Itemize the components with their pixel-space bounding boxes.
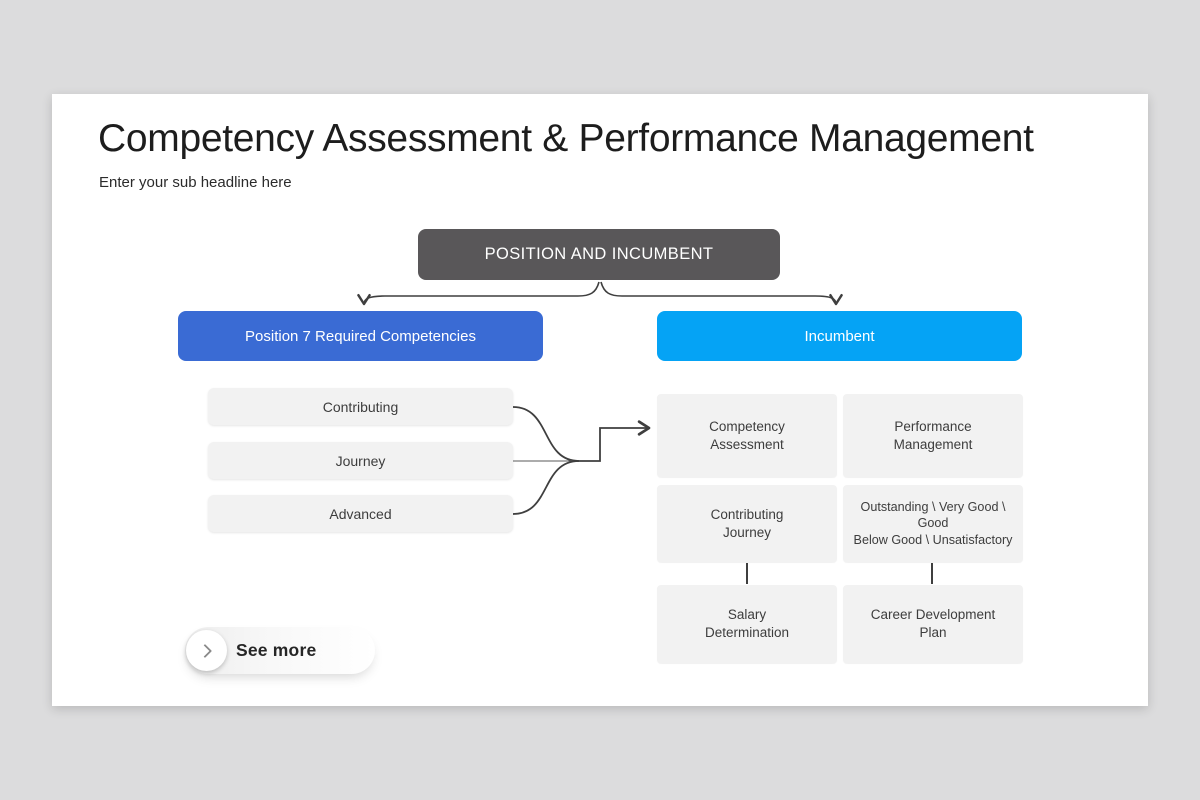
node-rating-scale: Outstanding \ Very Good \ Good Below Goo…: [843, 485, 1023, 562]
node-salary-determination: Salary Determination: [657, 585, 837, 663]
node-incumbent: Incumbent: [657, 311, 1022, 361]
node-career-development-plan: Career Development Plan: [843, 585, 1023, 663]
page-title: Competency Assessment & Performance Mana…: [98, 117, 1034, 160]
node-competency-assessment: Competency Assessment: [657, 394, 837, 477]
slide: Competency Assessment & Performance Mana…: [52, 94, 1148, 706]
node-performance-management: Performance Management: [843, 394, 1023, 477]
node-position-required-competencies: Position 7 Required Competencies: [178, 311, 543, 361]
page-subtitle: Enter your sub headline here: [99, 174, 292, 191]
node-position-and-incumbent: POSITION AND INCUMBENT: [418, 229, 780, 280]
see-more-button[interactable]: See more: [185, 627, 375, 674]
chevron-circle: [186, 630, 227, 671]
node-contributing-journey: Contributing Journey: [657, 485, 837, 562]
node-journey: Journey: [208, 442, 513, 479]
node-contributing: Contributing: [208, 388, 513, 425]
see-more-label: See more: [236, 640, 317, 660]
node-advanced: Advanced: [208, 495, 513, 532]
chevron-right-icon: [197, 643, 212, 658]
